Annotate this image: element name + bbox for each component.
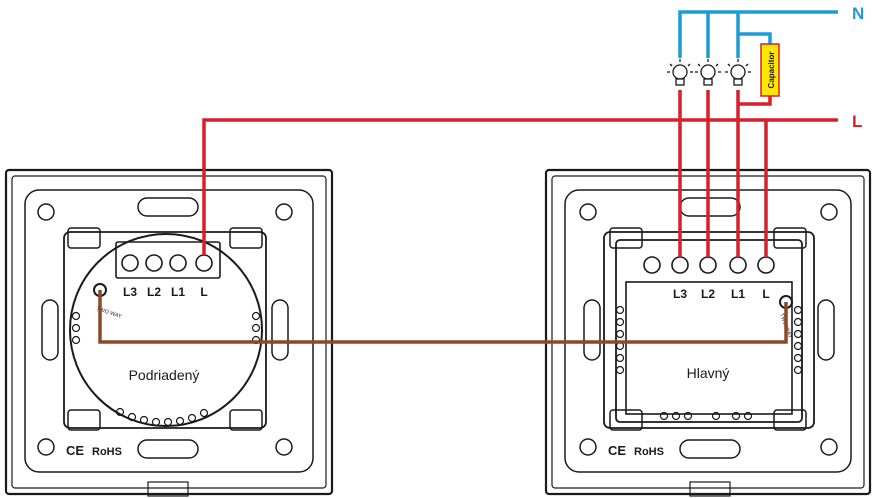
slave-terminal-label: L (200, 285, 207, 299)
master-terminal-l1 (729, 256, 747, 274)
slave-clip (229, 409, 263, 431)
master-terminal-label: L3 (673, 287, 687, 301)
master-terminal-label: L1 (731, 287, 745, 301)
slave-name: Podriadený (129, 367, 200, 383)
slave-terminal-label: L2 (147, 285, 161, 299)
slave-terminal-label: L3 (123, 285, 137, 299)
slave-plate (24, 189, 314, 473)
master-teeth (615, 305, 803, 421)
live-wire (202, 90, 838, 257)
master-terminal-l2 (699, 256, 717, 274)
master-name: Hlavný (687, 365, 730, 381)
master-screw-hole (579, 203, 597, 221)
master-screw-hole (820, 438, 838, 456)
slave-module (63, 231, 267, 429)
master-clip (773, 227, 807, 249)
master-terminal-label: L (762, 287, 769, 301)
master-slot-bottom (679, 439, 741, 459)
slave-terminal-l1 (169, 254, 187, 272)
slave-round-body (69, 233, 263, 427)
slave-terminal-label: L1 (171, 285, 185, 299)
slave-bottom-tab (147, 481, 189, 497)
master-terminal-l3 (671, 256, 689, 274)
neutral-wire (678, 10, 838, 58)
slave-terminal-l2 (145, 254, 163, 272)
slave-clip (67, 409, 101, 431)
slave-ce-mark: CE (66, 443, 84, 458)
master-slot-top (679, 197, 741, 217)
lamp-3-icon (725, 59, 751, 86)
master-terminal-label: L2 (701, 287, 715, 301)
master-terminal-extra (643, 256, 661, 274)
link-wire (98, 290, 788, 344)
master-terminal-l (757, 256, 775, 274)
live-label: L (852, 112, 862, 131)
master-slot-right (817, 299, 835, 361)
slave-screw-hole (275, 438, 293, 456)
master-bottom-tab (689, 481, 731, 497)
slave-terminal-l (195, 254, 213, 272)
master-screw-hole (579, 438, 597, 456)
slave-switch (4, 168, 334, 497)
master-ce-mark: CE (608, 443, 626, 458)
master-rohs-mark: RoHS (634, 446, 664, 458)
capacitor-label: Capacitor (767, 52, 776, 89)
master-screw-hole (820, 203, 838, 221)
lamp-2-icon (695, 59, 721, 86)
slave-slot-top (137, 197, 199, 217)
lamps (667, 59, 751, 86)
neutral-label: N (852, 4, 864, 23)
master-module (603, 231, 815, 429)
slave-frame-inner (11, 175, 327, 489)
slave-screw-hole (37, 438, 55, 456)
capacitor (760, 43, 780, 97)
slave-screw-hole (275, 203, 293, 221)
master-clip (773, 409, 807, 431)
slave-slot-bottom (137, 439, 199, 459)
slave-teeth (71, 311, 261, 427)
slave-screw-hole (37, 203, 55, 221)
slave-rohs-mark: RoHS (92, 446, 122, 458)
slave-terminal-block (115, 241, 221, 279)
slave-frame-outer (4, 168, 334, 496)
master-window (625, 281, 793, 415)
slave-terminal-l3 (121, 254, 139, 272)
master-clip (609, 227, 643, 249)
master-slot-left (583, 299, 601, 361)
slave-slot-left (41, 299, 59, 361)
slave-clip (67, 227, 101, 249)
lamp-1-icon (667, 59, 693, 86)
slave-clip (229, 227, 263, 249)
slave-slot-right (271, 299, 289, 361)
